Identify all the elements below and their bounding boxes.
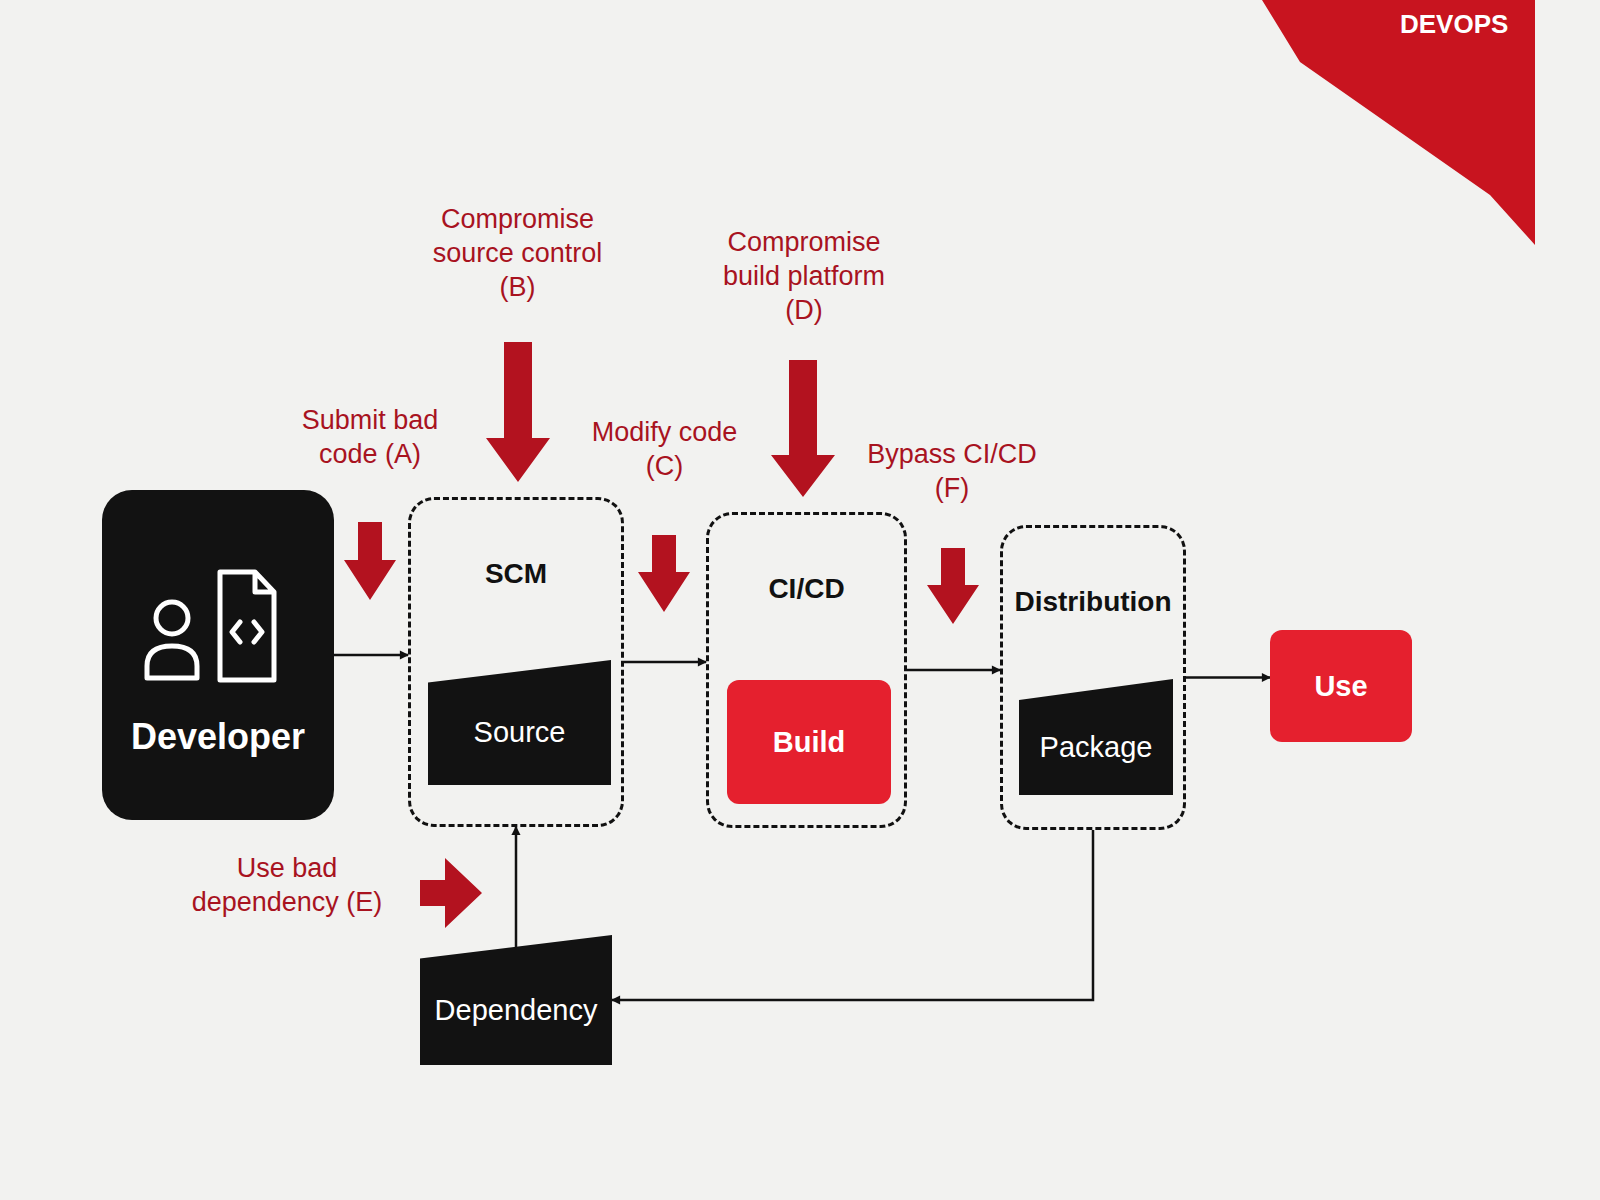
attack-label: Submit bad code (A) xyxy=(290,404,450,472)
actor-box: Developer xyxy=(102,490,334,820)
artifact-shape: Dependency xyxy=(420,935,612,1065)
code-file-icon xyxy=(220,572,274,680)
attack-label: Use bad dependency (E) xyxy=(176,852,398,920)
node-label: Distribution xyxy=(1014,586,1171,618)
flow-arrow xyxy=(612,830,1093,1000)
process-box: Use xyxy=(1270,630,1412,742)
flow-arrow xyxy=(515,827,518,947)
trapezoid-fill xyxy=(1019,679,1173,795)
node-label: Dependency xyxy=(435,994,598,1027)
event-logo xyxy=(1262,0,1535,245)
artifact-shape: Package xyxy=(1019,679,1173,795)
flow-arrow xyxy=(1186,676,1270,679)
node-label: Package xyxy=(1040,731,1153,764)
node-label: SCM xyxy=(485,558,547,590)
stage-group: CI/CD Build xyxy=(706,512,907,828)
artifact-shape: Source xyxy=(428,660,611,785)
attack-arrow xyxy=(771,360,835,497)
attack-arrow xyxy=(420,858,482,928)
flow-arrow xyxy=(334,654,408,657)
flow-arrow xyxy=(624,661,706,664)
stage-group: SCM Source xyxy=(408,497,624,827)
flow-arrow xyxy=(907,669,1000,672)
attack-label: Compromise source control (B) xyxy=(420,203,615,304)
node-label: Developer xyxy=(131,716,305,758)
person-icon xyxy=(147,646,197,678)
trapezoid-fill xyxy=(428,660,611,785)
attack-arrow xyxy=(344,522,396,600)
node-label: Build xyxy=(773,726,846,759)
node-label: Source xyxy=(474,716,566,749)
attack-label: Modify code (C) xyxy=(582,416,747,484)
attack-arrow xyxy=(486,342,550,482)
node-label: CI/CD xyxy=(768,573,844,605)
process-box: Build xyxy=(727,680,891,804)
attack-arrow xyxy=(927,548,979,624)
logo-text: DEVOPS xyxy=(1400,8,1530,41)
attack-arrow xyxy=(638,535,690,612)
attack-label: Bypass CI/CD (F) xyxy=(862,438,1042,506)
node-label: Use xyxy=(1314,670,1367,703)
code-file-icon xyxy=(232,622,262,642)
stage-group: DistributionPackage xyxy=(1000,525,1186,830)
person-icon xyxy=(156,602,188,634)
attack-label: Compromise build platform (D) xyxy=(708,226,900,327)
trapezoid-fill xyxy=(420,935,612,1065)
